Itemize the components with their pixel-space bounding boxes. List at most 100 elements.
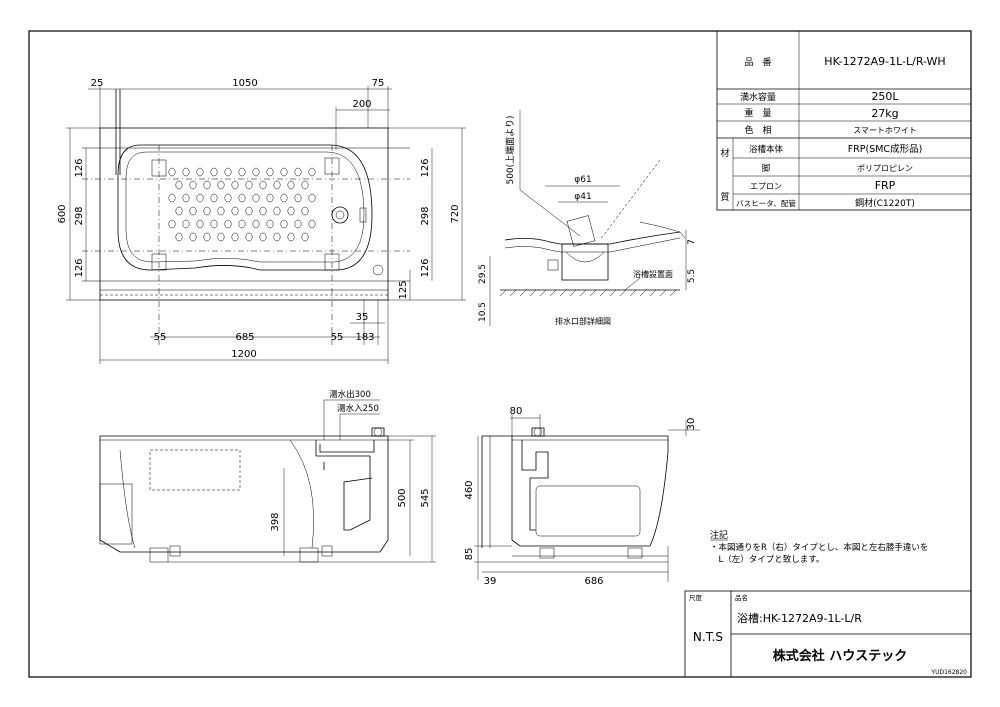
side-heater-panel <box>535 485 641 537</box>
material-leg-value: ポリプロピレン <box>857 164 913 173</box>
capacity-label: 満水容量 <box>740 91 776 103</box>
dim-500-from-top: 500(上端面より) <box>504 115 516 184</box>
anti-slip-dot <box>273 232 281 242</box>
notes-line-2: L（左）タイプと致します。 <box>710 554 824 565</box>
dim-5-5: 5.5 <box>687 269 697 283</box>
anti-slip-dot <box>203 180 211 190</box>
dim-685: 685 <box>235 332 254 343</box>
anti-slip-dot <box>168 167 176 177</box>
material-apron-label: エプロン <box>750 182 782 191</box>
anti-slip-dot <box>245 180 253 190</box>
side-view-outline <box>482 435 669 547</box>
anti-slip-dot <box>224 193 232 203</box>
scale-value: N.T.S <box>693 630 723 644</box>
material-leg-label: 脚 <box>762 163 771 174</box>
anti-slip-dot <box>238 219 246 229</box>
drawing-no: YUD162820 <box>930 669 967 676</box>
anti-slip-dot <box>210 167 218 177</box>
anti-slip-dot <box>196 193 204 203</box>
dim-545: 545 <box>420 488 431 507</box>
notes-line-1: ・本図通りをR（右）タイプとし、本図と左右勝手違いを <box>710 542 928 553</box>
name-value: 浴槽:HK-1272A9-1L-L/R <box>737 612 862 625</box>
dim-686: 686 <box>584 576 603 587</box>
dim-r298: 298 <box>420 206 431 225</box>
dim-1200: 1200 <box>231 349 256 360</box>
anti-slip-dot <box>238 167 246 177</box>
anti-slip-dot <box>238 193 246 203</box>
anti-slip-dot <box>196 167 204 177</box>
anti-slip-dot <box>252 193 260 203</box>
dim-200: 200 <box>352 99 371 110</box>
material-body-label: 浴槽本体 <box>749 144 784 155</box>
product-no-value: HK-1272A9-1L-L/R-WH <box>824 55 945 68</box>
anti-slip-dot <box>266 193 274 203</box>
company-name: 株式会社 ハウステック <box>773 648 908 664</box>
dim-29-5: 29.5 <box>478 264 488 284</box>
notes: 注記 ・本図通りをR（右）タイプとし、本図と左右勝手違いを L（左）タイプと致し… <box>710 529 928 565</box>
anti-slip-dot <box>217 206 225 216</box>
product-no-label: 品 番 <box>744 56 771 68</box>
dim-phi41: φ41 <box>574 192 591 202</box>
anti-slip-dots <box>168 167 316 242</box>
scale-label: 尺度 <box>689 593 703 602</box>
plan-dimensions: 25 1050 75 200 600 126 298 126 126 298 1… <box>57 78 466 364</box>
anti-slip-dot <box>189 232 197 242</box>
dim-7: 7 <box>687 239 697 245</box>
anti-slip-dot <box>287 232 295 242</box>
anti-slip-dot <box>224 167 232 177</box>
anti-slip-dot <box>175 180 183 190</box>
color-value: スマートホワイト <box>853 126 917 135</box>
anti-slip-dot <box>217 180 225 190</box>
anti-slip-dot <box>210 219 218 229</box>
anti-slip-dot <box>175 232 183 242</box>
anti-slip-dot <box>259 206 267 216</box>
overflow-port <box>372 264 384 276</box>
dim-80: 80 <box>510 406 523 417</box>
drain-hole <box>331 206 349 224</box>
dim-30: 30 <box>686 418 697 431</box>
dim-phi61: φ61 <box>574 175 591 185</box>
drain-detail-caption: 排水口部詳細図 <box>555 316 611 326</box>
dim-75: 75 <box>372 78 385 89</box>
dim-460: 460 <box>464 480 475 499</box>
anti-slip-dot <box>245 232 253 242</box>
notes-heading: 注記 <box>710 529 728 541</box>
dim-85: 85 <box>464 548 475 561</box>
anti-slip-dot <box>280 219 288 229</box>
front-view: 湯水出300 湯水入250 398 500 545 <box>99 389 436 563</box>
anti-slip-dot <box>245 206 253 216</box>
anti-slip-dot <box>294 219 302 229</box>
anti-slip-dot <box>231 180 239 190</box>
anti-slip-dot <box>301 180 309 190</box>
floor-label: 浴槽設置面 <box>633 269 673 279</box>
capacity-value: 250L <box>871 90 899 103</box>
anti-slip-dot <box>203 232 211 242</box>
anti-slip-dot <box>189 180 197 190</box>
front-view-outline <box>99 435 389 553</box>
dim-1050: 1050 <box>232 78 257 89</box>
anti-slip-dot <box>203 206 211 216</box>
anti-slip-dot <box>301 232 309 242</box>
drain-trap <box>561 243 609 281</box>
anti-slip-dot <box>182 193 190 203</box>
dim-l298: 298 <box>74 206 85 225</box>
anti-slip-dot <box>168 193 176 203</box>
material-pipe-value: 鋼材(C1220T) <box>855 197 915 209</box>
material-label-bottom: 質 <box>720 191 729 203</box>
material-body-value: FRP(SMC成形品) <box>848 143 923 155</box>
anti-slip-dot <box>252 219 260 229</box>
anti-slip-dot <box>182 167 190 177</box>
anti-slip-dot <box>196 219 204 229</box>
side-view: 80 30 460 85 39 686 <box>464 406 700 587</box>
anti-slip-dot <box>231 206 239 216</box>
weight-label: 重 量 <box>744 107 771 119</box>
dim-l126-bot: 126 <box>74 258 85 277</box>
anti-slip-dot <box>287 206 295 216</box>
plan-view <box>82 89 410 345</box>
dim-r126-bot: 126 <box>420 258 431 277</box>
inlet-label: 湯水入250 <box>337 403 379 414</box>
anti-slip-dot <box>266 219 274 229</box>
anti-slip-dot <box>189 206 197 216</box>
anti-slip-dot <box>259 232 267 242</box>
